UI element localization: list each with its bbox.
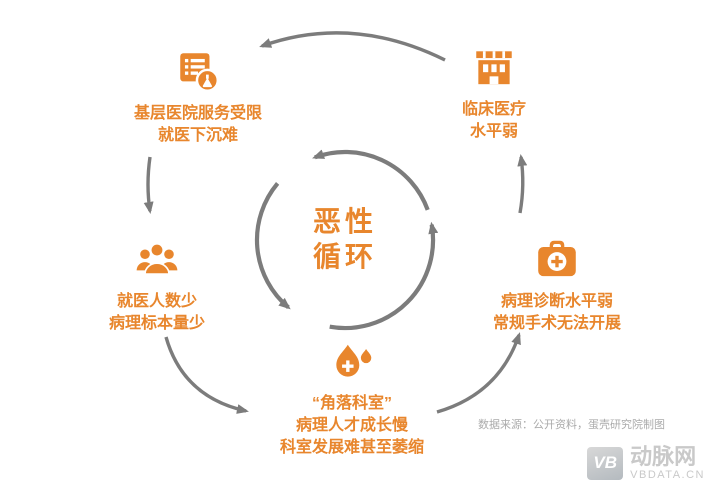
watermark-name: 动脉网 [630,444,697,469]
center-label: 恶性 循环 [313,204,377,274]
people-group-icon [136,242,178,275]
node-text-line: 病理诊断水平弱 [500,293,614,310]
hospital-building-icon [476,51,512,85]
watermark-text: 动脉网 VBDATA.CN [630,444,705,482]
node-text-line: 就医下沉难 [157,127,239,144]
first-aid-kit-icon [538,240,576,277]
node-weak-pathology-diagnosis: 病理诊断水平弱 常规手术无法开展 [493,236,621,335]
arrow-right-up [517,154,528,214]
node-text-line: 科室发展难甚至萎缩 [279,439,425,456]
node-few-patients: 就医人数少 病理标本量少 [109,236,205,335]
vb-logo: VB [587,446,624,480]
node-text-line: 病理标本量少 [108,315,206,332]
node-corner-department: “角落科室” 病理人才成长慢 科室发展难甚至萎缩 [280,338,424,459]
node-text-line: 水平弱 [469,123,519,140]
data-source-note: 数据来源：公开资料，蛋壳研究院制图 [478,419,665,431]
node-text-line: 就医人数少 [116,293,198,310]
cycle-arc-left [254,182,291,310]
arrow-bottom-left [164,336,249,414]
node-text-line: “角落科室” [311,395,393,412]
arrow-bottom-right [436,332,521,414]
arrow-left-down [143,156,154,214]
water-drop-icon [336,344,372,377]
server-flask-icon [180,53,220,93]
node-grassroots-hospital: 基层医院服务受限 就医下沉难 [134,48,262,147]
node-text-line: 常规手术无法开展 [492,315,622,332]
center-label-line1: 恶性 [312,206,378,237]
node-text-line: 基层医院服务受限 [133,105,263,122]
watermark-domain: VBDATA.CN [630,469,705,481]
vbdata-watermark: VB 动脉网 VBDATA.CN [587,445,705,481]
node-text-line: 临床医疗 [461,101,527,118]
cycle-arc-top [312,149,430,211]
arrow-top [259,31,446,62]
node-clinical-care: 临床医疗 水平弱 [462,44,526,143]
center-label-line2: 循环 [312,241,378,272]
node-text-line: 病理人才成长慢 [295,417,409,434]
